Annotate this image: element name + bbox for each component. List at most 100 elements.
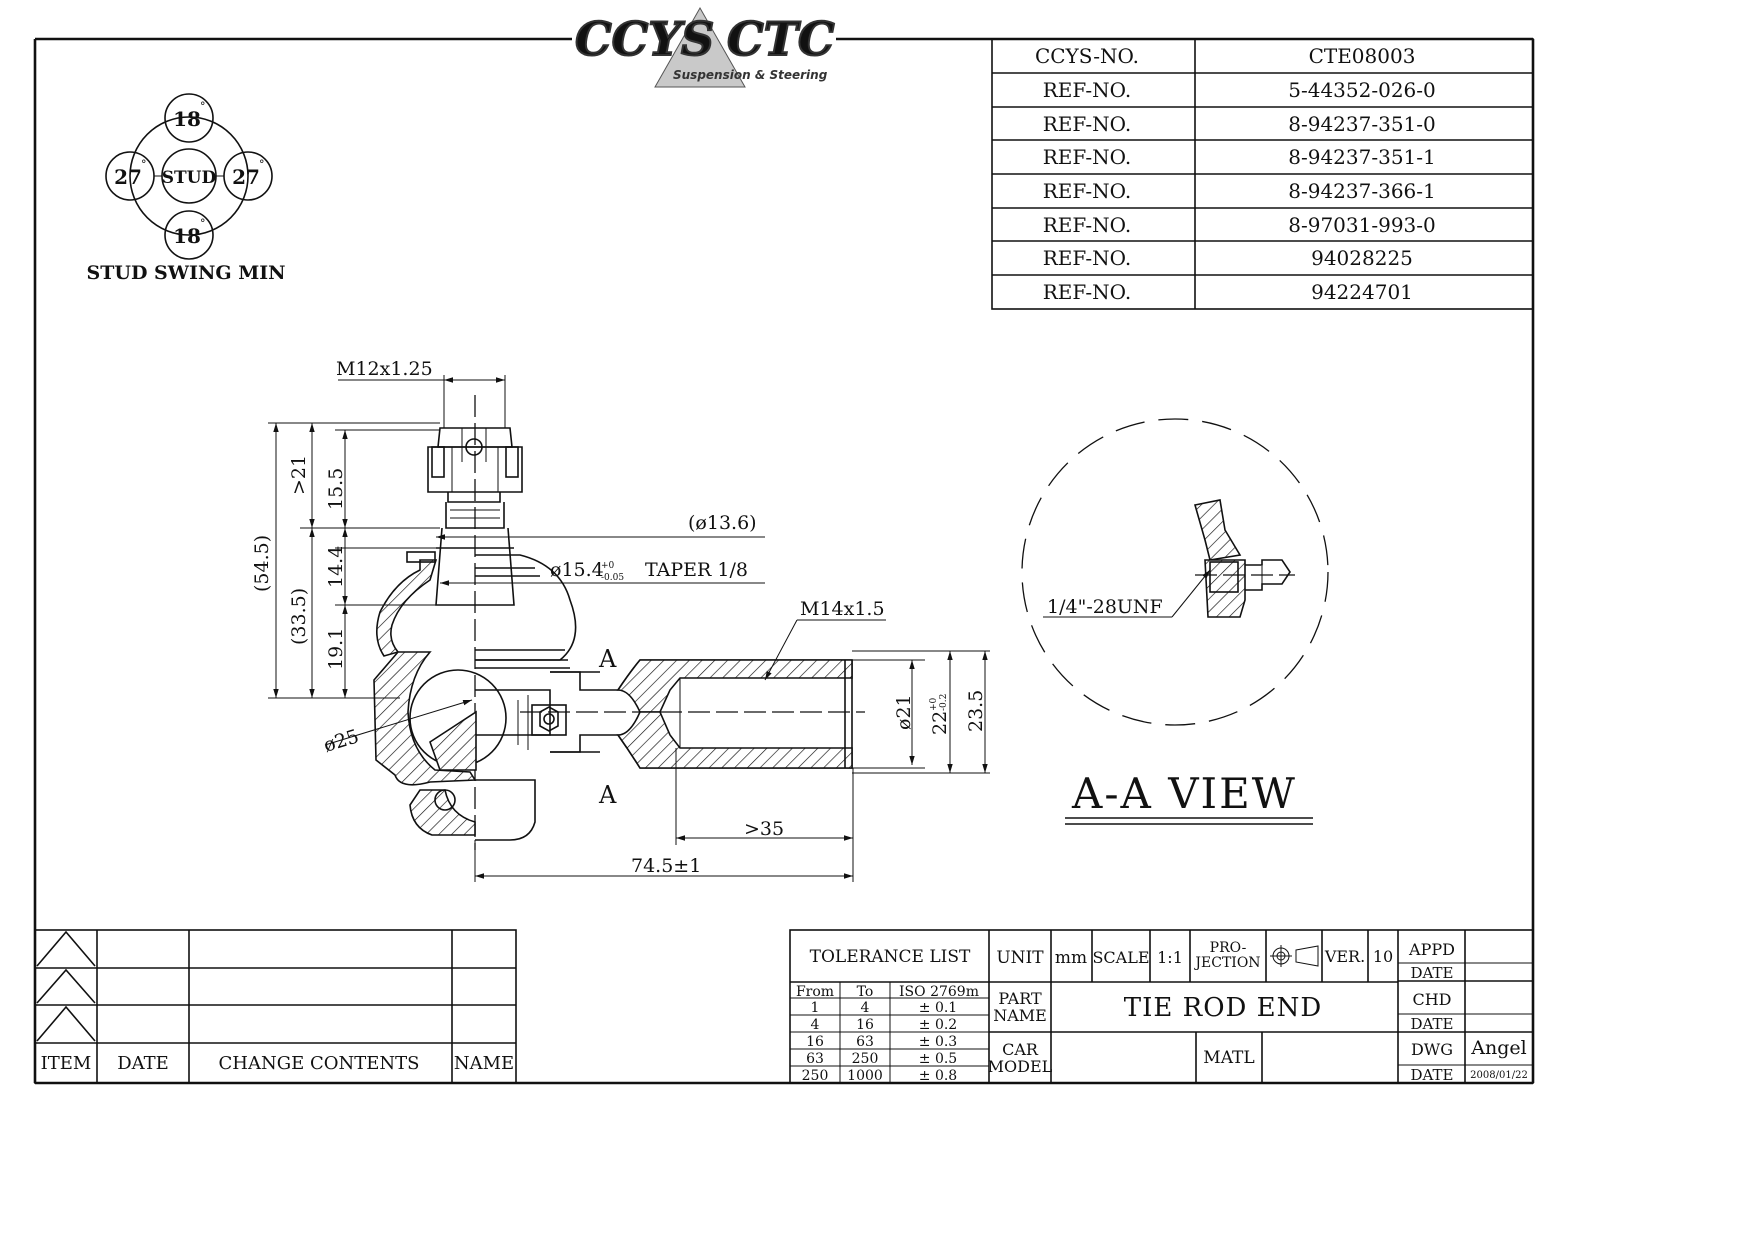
shank-diameter-dimensions: ø21 22 +0 -0.2 23.5	[852, 650, 990, 774]
svg-text:°: °	[200, 100, 206, 113]
ref-value: 8-94237-351-1	[1288, 145, 1436, 169]
section-view-title: A-A VIEW	[1071, 769, 1297, 818]
approved-date-label: DATE	[1411, 964, 1454, 982]
ref-row: REF-NO. 8-97031-993-0	[1043, 213, 1436, 237]
dim-d13-6: (ø13.6)	[688, 512, 757, 534]
dim-d22-tol-dn: -0.2	[939, 694, 949, 711]
svg-text:16: 16	[856, 1017, 874, 1033]
section-marker: A A	[550, 645, 617, 809]
section-view-boundary	[1021, 418, 1329, 726]
dim-d25: ø25	[321, 725, 362, 756]
svg-text:4: 4	[811, 1017, 820, 1033]
svg-text:1000: 1000	[847, 1068, 883, 1084]
dim-21: >21	[288, 455, 310, 495]
tol-header-to: To	[857, 984, 874, 1000]
tol-header-iso: ISO 2769m	[899, 984, 979, 1000]
ref-row: REF-NO. 94028225	[1043, 246, 1413, 270]
revision-block: ITEM DATE CHANGE CONTENTS NAME	[34, 929, 517, 1084]
drawn-by: Angel	[1470, 1037, 1526, 1059]
dim-d22-tol-up: +0	[929, 697, 939, 711]
svg-text:± 0.3: ± 0.3	[919, 1034, 957, 1050]
ref-value: CTE08003	[1309, 44, 1416, 68]
svg-text:°: °	[259, 158, 265, 171]
swing-caption: STUD SWING MIN	[87, 262, 286, 284]
part-name: TIE ROD END	[1124, 993, 1322, 1023]
ref-row: REF-NO. 5-44352-026-0	[1043, 78, 1436, 102]
section-view-a-a: 1/4"-28UNF A-A VIEW	[1021, 418, 1329, 825]
tol-header-from: From	[796, 984, 834, 1000]
rev-header-item: ITEM	[41, 1053, 92, 1074]
dim-14-4: 14.4	[325, 546, 347, 588]
ref-value: 5-44352-026-0	[1288, 78, 1436, 102]
svg-text:250: 250	[852, 1051, 879, 1067]
projection-label-2: JECTION	[1193, 955, 1260, 971]
projection-symbol-icon	[1270, 945, 1319, 967]
ball-stud	[435, 502, 515, 606]
part-name-label-1: PART	[998, 989, 1042, 1008]
ref-value: 94224701	[1311, 280, 1413, 304]
ref-label: REF-NO.	[1043, 179, 1131, 203]
swing-outer-circle	[129, 116, 249, 236]
part-name-label-2: NAME	[993, 1006, 1047, 1025]
projection-label-1: PRO-	[1210, 940, 1247, 956]
approved-label: APPD	[1408, 940, 1455, 959]
ref-row: REF-NO. 8-94237-366-1	[1043, 179, 1436, 203]
svg-text:1: 1	[811, 1000, 820, 1016]
reference-number-table: CCYS-NO. CTE08003 REF-NO. 5-44352-026-0 …	[991, 38, 1534, 310]
dimension-d13-6: (ø13.6)	[436, 512, 765, 540]
ref-label: CCYS-NO.	[1035, 44, 1139, 68]
checked-label: CHD	[1412, 990, 1451, 1009]
ref-value: 94028225	[1311, 246, 1413, 270]
svg-text:°: °	[141, 158, 147, 171]
svg-text:63: 63	[856, 1034, 874, 1050]
ref-row: CCYS-NO. CTE08003	[1035, 44, 1415, 68]
ref-label: REF-NO.	[1043, 213, 1131, 237]
tolerance-row: 250 1000 ± 0.8	[802, 1068, 958, 1084]
ref-row: REF-NO. 8-94237-351-0	[1043, 112, 1436, 136]
dim-74-5: 74.5±1	[631, 855, 701, 877]
dim-35: >35	[744, 818, 784, 840]
tolerance-row: 16 63 ± 0.3	[806, 1034, 957, 1050]
tie-rod-end-drawing: A A M12x1.25 (ø13.6) ø15.4 +0 -0.05 TAPE…	[251, 358, 990, 882]
section-label-bottom: A	[598, 781, 617, 809]
ref-label: REF-NO.	[1043, 78, 1131, 102]
swing-top-value: 18	[173, 107, 201, 131]
tolerance-title: TOLERANCE LIST	[810, 947, 971, 967]
ref-row: REF-NO. 8-94237-351-1	[1043, 145, 1436, 169]
dim-taper-tol-dn: -0.05	[601, 573, 624, 583]
swing-center-label: STUD	[162, 168, 217, 188]
version-label: VER.	[1324, 947, 1365, 966]
tolerance-row: 1 4 ± 0.1	[811, 1000, 958, 1016]
swing-bottom-value: 18	[173, 224, 201, 248]
dim-54-5: (54.5)	[251, 535, 273, 592]
section-label-top: A	[598, 645, 617, 673]
dim-taper-text: TAPER 1/8	[645, 559, 748, 581]
svg-text:± 0.1: ± 0.1	[919, 1000, 957, 1016]
checked-date-label: DATE	[1411, 1015, 1454, 1033]
car-model-label-1: CAR	[1002, 1040, 1039, 1059]
dim-stud-thread: M12x1.25	[336, 358, 433, 380]
ref-label: REF-NO.	[1043, 145, 1131, 169]
vertical-dimensions: (54.5) (33.5) >21 15.5 14.4 19.1	[251, 422, 440, 699]
ref-value: 8-97031-993-0	[1288, 213, 1436, 237]
dim-d22: 22	[929, 711, 951, 735]
svg-text:°: °	[200, 217, 206, 230]
ref-label: REF-NO.	[1043, 246, 1131, 270]
svg-text:63: 63	[806, 1051, 824, 1067]
svg-text:250: 250	[802, 1068, 829, 1084]
dim-19-1: 19.1	[325, 628, 347, 670]
logo-ccys: CCYS	[575, 12, 714, 66]
ref-row: REF-NO. 94224701	[1043, 280, 1413, 304]
dim-taper-tol-up: +0	[601, 561, 615, 571]
dimension-taper: ø15.4 +0 -0.05 TAPER 1/8	[440, 559, 765, 586]
svg-text:4: 4	[861, 1000, 870, 1016]
svg-text:± 0.8: ± 0.8	[919, 1068, 957, 1084]
swing-left-value: 27	[114, 165, 142, 189]
revision-triangle-icon	[36, 968, 96, 1004]
svg-text:± 0.5: ± 0.5	[919, 1051, 957, 1067]
stud-swing-diagram: STUD 18 18 27 27 ° ° ° ° STUD SWING MIN	[87, 93, 286, 284]
logo-tagline: Suspension & Steering	[673, 68, 828, 82]
scale-label: SCALE	[1092, 948, 1149, 967]
dim-shank-thread: M14x1.5	[800, 598, 885, 620]
dim-d21: ø21	[893, 694, 915, 730]
